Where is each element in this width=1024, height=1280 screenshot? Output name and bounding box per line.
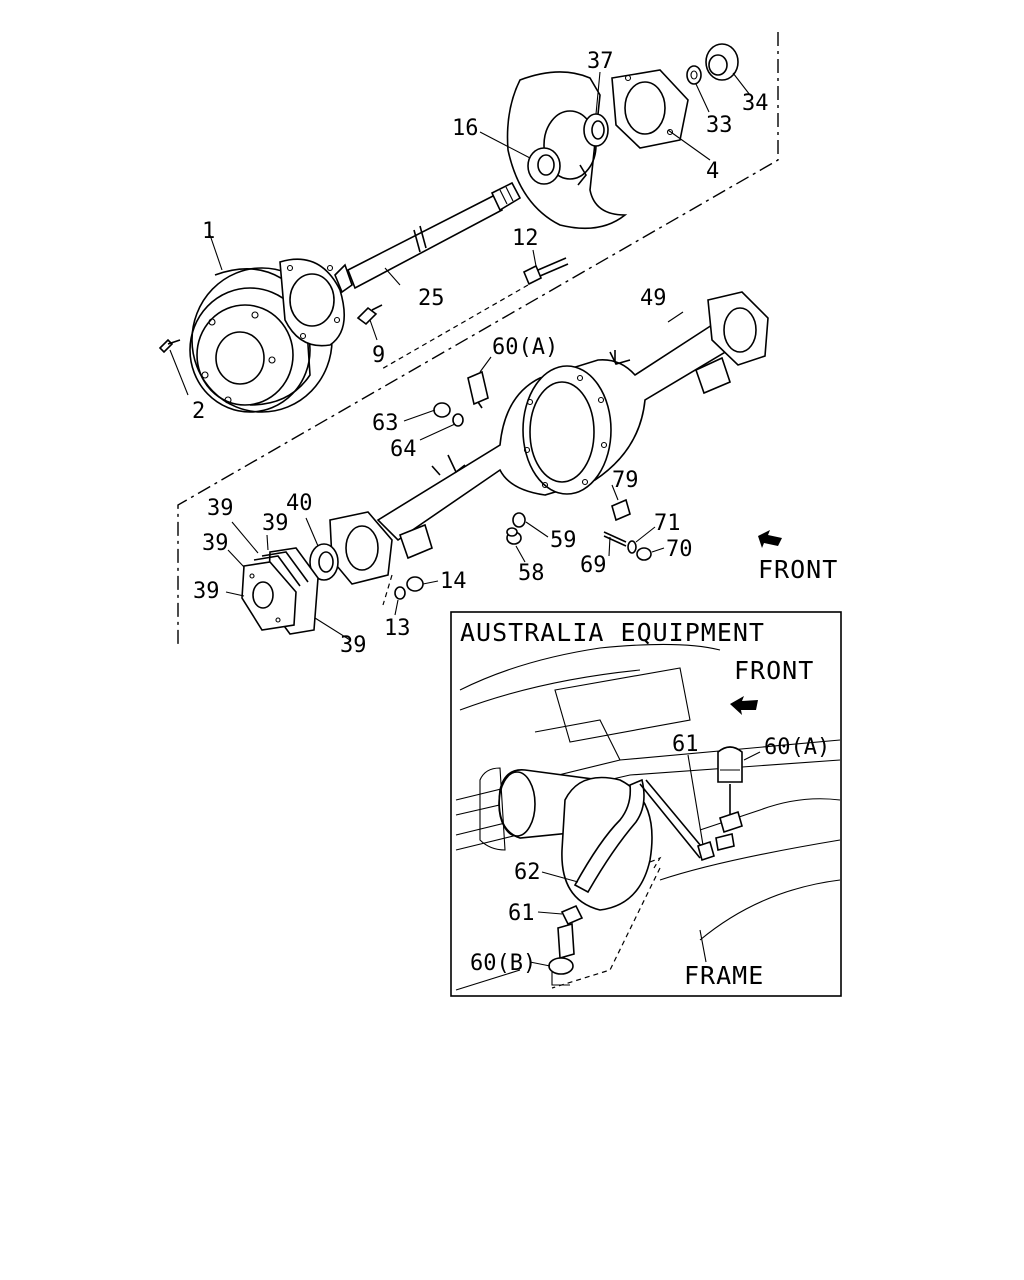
- breather-plug: [467, 370, 489, 409]
- front-label: FRONT: [758, 555, 838, 584]
- label-37: 37: [587, 49, 614, 74]
- label-12: 12: [512, 226, 539, 251]
- stud-nut: [636, 547, 652, 561]
- flange-washer: [394, 586, 406, 600]
- housing-bolt: [433, 402, 451, 418]
- label-59: 59: [550, 528, 577, 553]
- label-33: 33: [706, 113, 733, 138]
- inset-front-label: FRONT: [734, 656, 814, 685]
- australia-equipment-inset: AUSTRALIA EQUIPMENT FRONT: [450, 611, 842, 997]
- label-70: 70: [666, 537, 693, 562]
- label-79: 79: [612, 468, 639, 493]
- lock-nut: [705, 43, 739, 81]
- label-71: 71: [654, 511, 681, 536]
- label-64: 64: [390, 437, 417, 462]
- drain-plug: [506, 527, 522, 545]
- part-labels: 1 2 25 9 12 16 37 4 33 34 49 60(A) 63 64…: [192, 49, 838, 658]
- label-13: 13: [384, 616, 411, 641]
- front-arrow-icon: [758, 530, 782, 548]
- stud-washer: [627, 540, 637, 554]
- label-39-low: 39: [193, 579, 220, 604]
- oil-seal: [583, 113, 609, 147]
- inset-label-62: 62: [514, 860, 541, 885]
- label-9: 9: [372, 343, 385, 368]
- shim-pack: [241, 547, 319, 635]
- label-63: 63: [372, 411, 399, 436]
- plate-bolt: [522, 257, 569, 286]
- label-49: 49: [640, 286, 667, 311]
- leader-lines: [169, 71, 751, 641]
- label-39-top: 39: [207, 496, 234, 521]
- label-39-bottom: 39: [340, 633, 367, 658]
- backing-plate: [506, 71, 628, 230]
- label-60a: 60(A): [492, 335, 558, 360]
- drum-screw: [158, 338, 181, 354]
- label-58: 58: [518, 561, 545, 586]
- bearing-retainer: [611, 69, 689, 149]
- flange-nut: [406, 576, 424, 592]
- label-40: 40: [286, 491, 313, 516]
- drain-plug-washer: [512, 512, 526, 528]
- inset-label-61-lower: 61: [508, 901, 535, 926]
- label-4: 4: [706, 159, 719, 184]
- hub-bolt: [356, 304, 383, 326]
- bearing: [527, 147, 561, 185]
- label-39-left: 39: [202, 531, 229, 556]
- label-14: 14: [440, 569, 467, 594]
- axle-shaft: [279, 181, 522, 347]
- inset-label-60b: 60(B): [470, 951, 536, 976]
- exploded-boundary: [177, 32, 779, 645]
- axle-bearing: [309, 543, 339, 581]
- label-1: 1: [202, 219, 215, 244]
- axle-housing: [329, 291, 769, 585]
- inset-label-61-upper: 61: [672, 732, 699, 757]
- inset-title: AUSTRALIA EQUIPMENT: [460, 618, 765, 647]
- washer: [686, 65, 702, 85]
- label-39-mid: 39: [262, 511, 289, 536]
- stud-bolt: [603, 531, 627, 547]
- filler-plug: [611, 498, 631, 522]
- label-25: 25: [418, 286, 445, 311]
- label-34: 34: [742, 91, 769, 116]
- inset-frame-label: FRAME: [684, 961, 764, 990]
- housing-washer: [452, 413, 464, 427]
- inset-front-arrow-icon: [730, 696, 758, 715]
- inset-label-60a: 60(A): [764, 735, 830, 760]
- label-16: 16: [452, 116, 479, 141]
- label-2: 2: [192, 399, 205, 424]
- label-69: 69: [580, 553, 607, 578]
